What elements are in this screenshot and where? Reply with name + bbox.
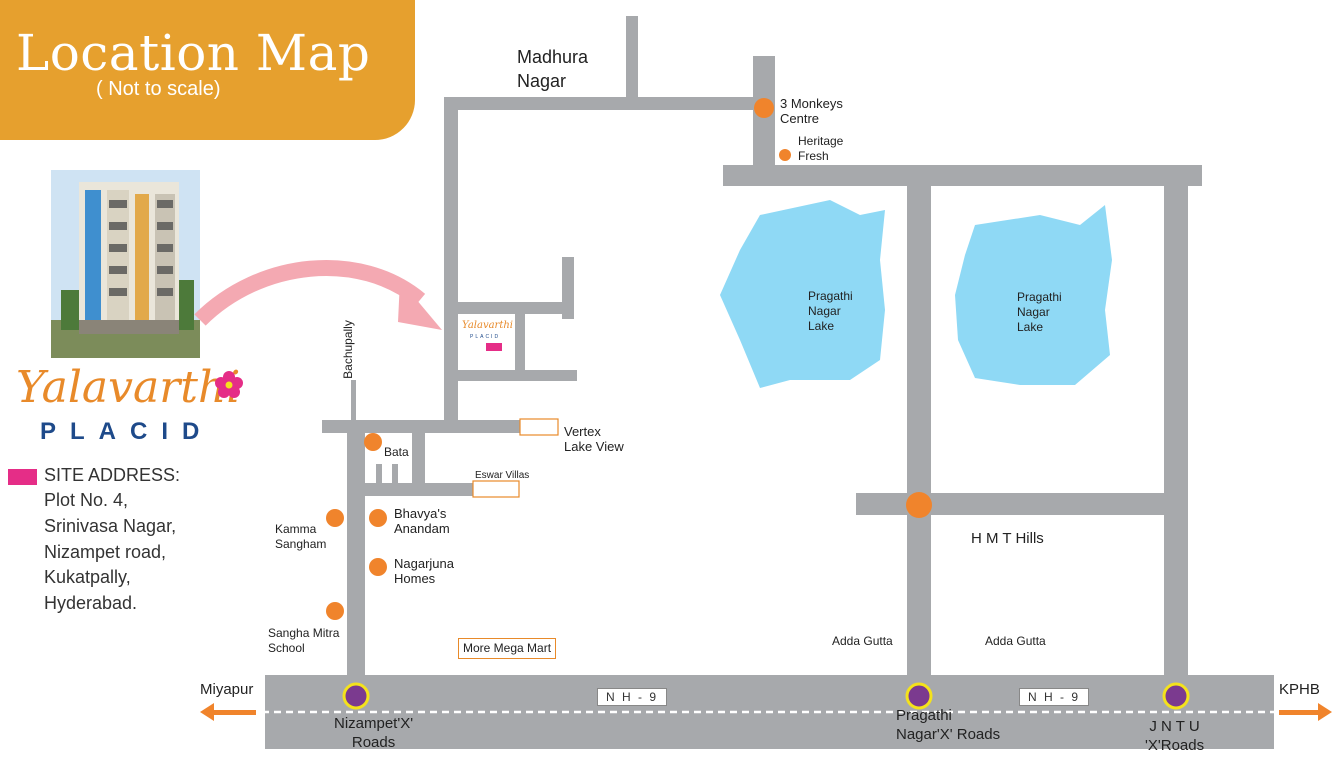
label-bachupally: Bachupally	[340, 320, 355, 379]
address-line: Plot No. 4,	[44, 490, 129, 510]
road	[347, 483, 473, 496]
road	[856, 493, 1187, 515]
label-eswar: Eswar Villas	[475, 470, 530, 481]
site-marker	[486, 343, 502, 351]
label-nizampet-x-roads: Nizampet'X'Roads	[334, 715, 414, 751]
brand-name: Yalavarthi	[16, 362, 241, 413]
junction-jntu	[1162, 682, 1190, 710]
site-pointer-arrow	[194, 260, 426, 326]
poi-dot-hmt	[906, 492, 932, 518]
poi-dot-heritage	[779, 149, 791, 161]
road	[376, 464, 382, 484]
page-title: Location Map	[16, 24, 371, 82]
highway-label: N H - 9	[1019, 688, 1090, 706]
junction-pragathi	[905, 682, 933, 710]
address-line: Hyderabad.	[44, 593, 138, 613]
map-site-logo-tag: PLACID	[470, 334, 501, 340]
road	[347, 420, 365, 676]
address-heading: SITE ADDRESS:	[44, 465, 181, 485]
highway-label: N H - 9	[597, 688, 668, 706]
building-photo	[51, 170, 200, 358]
label-more-mega-mart: More Mega Mart	[458, 638, 557, 659]
poi-dot-nagarjuna	[369, 558, 387, 576]
lake-shape	[720, 200, 885, 388]
label-bata: Bata	[384, 445, 409, 459]
road	[626, 16, 638, 98]
arrow-right-icon	[1279, 703, 1332, 721]
poi-dot-bata	[364, 433, 382, 451]
brand-tagline: PLACID	[40, 418, 214, 445]
road	[392, 464, 398, 484]
site-pointer-arrowhead	[398, 280, 442, 330]
arrow-left-icon	[200, 703, 256, 721]
road	[515, 302, 525, 380]
label-kphb: KPHB	[1279, 681, 1320, 698]
site-legend-swatch	[8, 469, 37, 485]
road	[562, 257, 574, 319]
poi-dot-sangha	[326, 602, 344, 620]
road	[412, 420, 425, 495]
road	[444, 97, 774, 110]
eswar-box	[472, 480, 520, 498]
page-subtitle: ( Not to scale)	[96, 78, 221, 100]
label-miyapur: Miyapur	[200, 681, 254, 698]
road	[444, 370, 577, 381]
lake-shape	[955, 205, 1112, 385]
poi-dot-kamma	[326, 509, 344, 527]
road	[723, 165, 1202, 186]
flower-icon	[215, 371, 243, 398]
label-adda-1: Adda Gutta	[832, 634, 893, 648]
road	[907, 186, 931, 676]
label-jntu-x-roads: J N T U'X'Roads	[1145, 718, 1205, 754]
brand-logo: Yalavarthi PLACID	[8, 362, 248, 452]
map-site-logo-name: Yalavarthi	[462, 320, 513, 331]
label-adda-2: Adda Gutta	[985, 634, 1046, 648]
address-line: Kukatpally,	[44, 567, 131, 587]
road	[1164, 186, 1188, 676]
vertex-box	[519, 418, 559, 436]
road	[444, 302, 574, 314]
address-line: Nizampet road,	[44, 542, 167, 562]
label-hmt: H M T Hills	[971, 530, 1044, 547]
road	[444, 97, 458, 425]
address-line: Srinivasa Nagar,	[44, 516, 177, 536]
title-banner: Location Map ( Not to scale)	[0, 0, 415, 140]
poi-dot-bhavya	[369, 509, 387, 527]
road	[351, 380, 356, 422]
poi-dot-3-monkeys	[754, 98, 774, 118]
junction-nizampet	[342, 682, 370, 710]
